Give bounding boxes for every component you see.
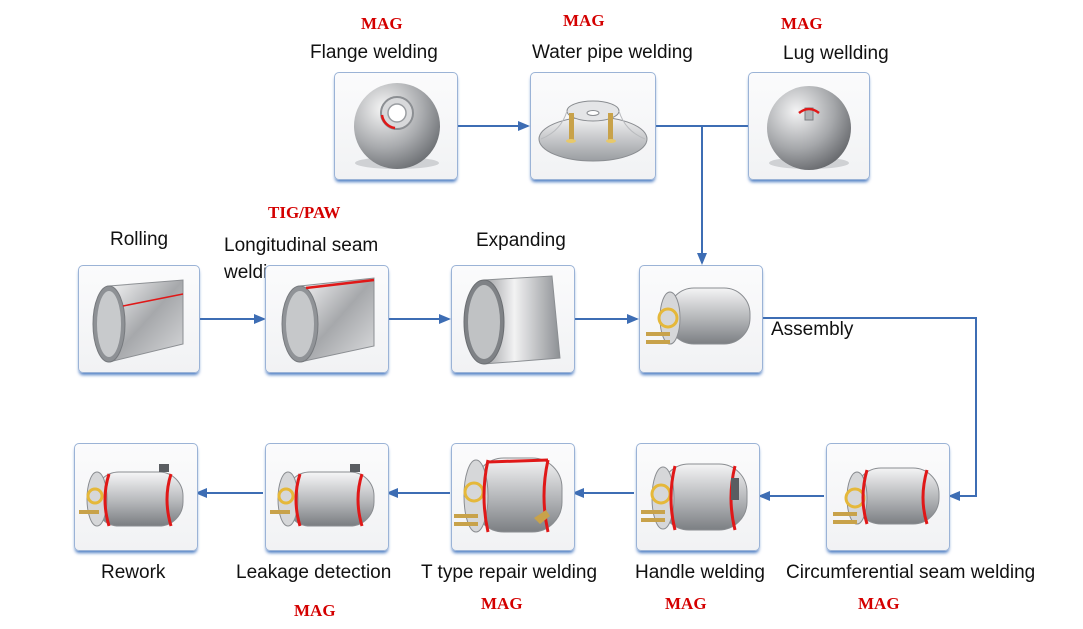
tank-rework-icon	[79, 464, 184, 527]
longitudinal-seam-welding-label-line1: Longitudinal seam	[224, 235, 379, 256]
flange-welding-process: MAG	[361, 14, 403, 33]
water-pipe-welding-label: Water pipe welding	[532, 42, 693, 63]
t-type-repair-welding-label: T type repair welding	[421, 562, 598, 583]
dome-pipes-icon	[538, 100, 648, 162]
handle-welding-step	[636, 443, 760, 551]
flange-welding-step	[334, 72, 458, 180]
circumferential-seam-welding-process: MAG	[858, 594, 900, 613]
lug-welding-label: Lug wellding	[783, 43, 889, 64]
rework-label: Rework	[101, 562, 166, 583]
assembly-label: Assembly	[771, 319, 854, 340]
lug-welding-process: MAG	[781, 14, 823, 33]
rolling-step	[78, 265, 200, 373]
expanding-step	[451, 265, 575, 373]
circumferential-seam-welding-label: Circumferential seam welding	[786, 562, 1036, 583]
longitudinal-seam-welding-step	[265, 265, 389, 373]
tank-circ-seam-icon	[833, 467, 940, 525]
assembly-step	[639, 265, 763, 373]
tank-leak-test-icon	[270, 464, 375, 527]
cylinder-seam-icon	[281, 277, 375, 363]
expanded-cylinder-icon	[463, 275, 561, 365]
dome-flange-icon	[354, 83, 440, 169]
t-type-repair-welding-process: MAG	[481, 594, 523, 613]
leakage-detection-process: MAG	[294, 601, 336, 620]
water-pipe-welding-process: MAG	[563, 11, 605, 30]
dome-lug-icon	[767, 86, 851, 170]
rolling-label: Rolling	[110, 229, 169, 250]
tank-assembly-icon	[646, 287, 751, 345]
leakage-detection-step	[265, 443, 389, 551]
longitudinal-seam-welding-process: TIG/PAW	[268, 203, 341, 222]
expanding-label: Expanding	[476, 230, 566, 251]
rework-step	[74, 443, 198, 551]
tank-repair-icon	[454, 457, 563, 533]
handle-welding-label: Handle welding	[635, 562, 765, 583]
handle-welding-process: MAG	[665, 594, 707, 613]
water-pipe-welding-step	[530, 72, 656, 180]
tank-handle-icon	[641, 463, 748, 531]
circumferential-seam-welding-step	[826, 443, 950, 551]
lug-welding-step	[748, 72, 870, 180]
t-type-repair-welding-step	[451, 443, 575, 551]
rolled-sheet-icon	[92, 279, 184, 363]
arrow-assembly-to-circumferential	[763, 317, 977, 501]
leakage-detection-label: Leakage detection	[236, 562, 392, 583]
flange-welding-label: Flange welding	[310, 42, 438, 63]
